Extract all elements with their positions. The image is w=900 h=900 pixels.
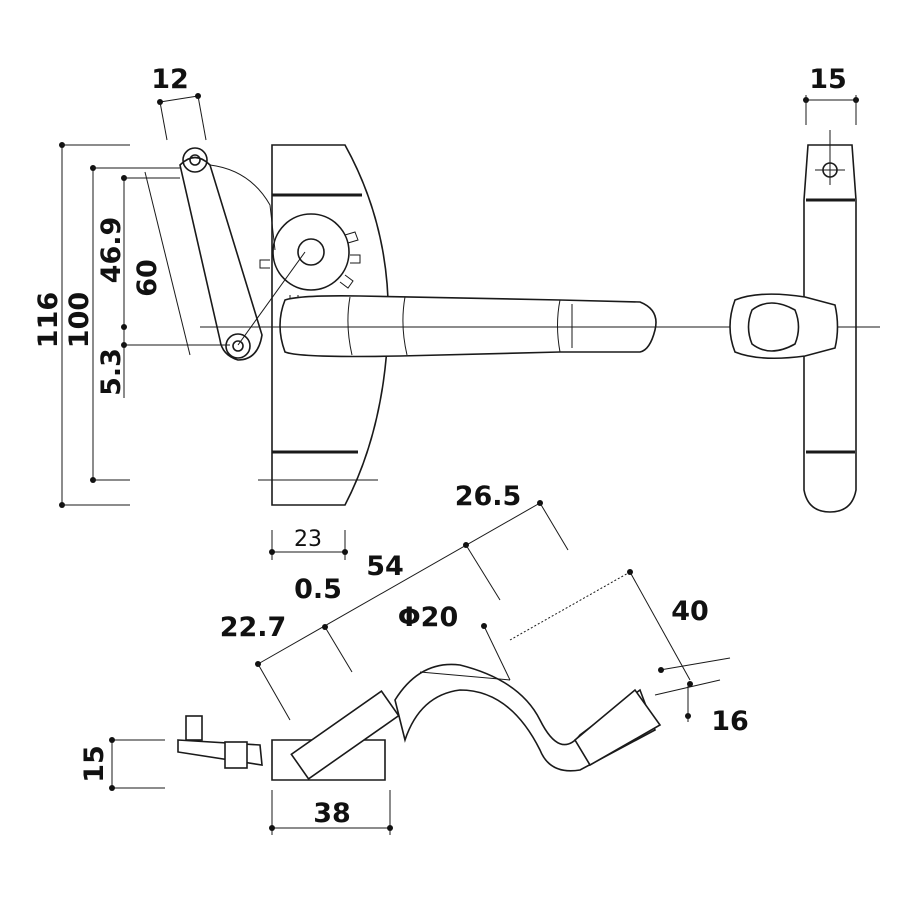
dim-offset-5-3: 5.3: [96, 348, 127, 396]
plan-dimensions: [109, 500, 731, 835]
plan-handle-tip: [573, 688, 662, 767]
dim-height-46-9: 46.9: [96, 217, 127, 284]
plan-handle-edge: [419, 671, 511, 681]
pivot-top-pin: [189, 154, 201, 166]
link-arm: [179, 156, 263, 361]
dim-54: 54: [366, 551, 404, 582]
dim-total-height: 116: [33, 292, 64, 348]
gear-teeth: [259, 231, 361, 309]
dim-0-5: 0.5: [294, 574, 342, 605]
handle-segments: [347, 296, 573, 356]
arm-housing: [209, 164, 276, 251]
dim-16: 16: [711, 706, 749, 737]
plan-bracket-pin: [224, 741, 248, 769]
side-knob: [729, 293, 839, 360]
plan-view: 26.5 54 0.5 22.7 Φ20 40 16 15 38: [79, 481, 749, 835]
dim-height-100: 100: [64, 292, 95, 348]
dim-26-5: 26.5: [455, 481, 522, 512]
slant-line: [144, 171, 191, 356]
pivot-top: [182, 147, 208, 173]
gear-hub: [297, 238, 325, 266]
dim-height-60: 60: [132, 259, 163, 297]
pivot-bottom: [225, 333, 251, 359]
side-knob-inner: [747, 302, 800, 352]
side-view: 15: [729, 64, 859, 513]
dim-base-width: 23: [294, 527, 322, 552]
dim-plan-height-15: 15: [79, 745, 110, 783]
dim-22-7: 22.7: [220, 612, 287, 643]
dim-diameter: Φ20: [398, 602, 459, 633]
side-plate: [803, 144, 857, 513]
pivot-bottom-pin: [232, 340, 244, 352]
dim-base-38: 38: [313, 798, 351, 829]
front-dimensions: [59, 93, 348, 560]
plan-bracket-screw: [185, 715, 203, 741]
gear: [272, 213, 350, 291]
handle: [279, 295, 657, 358]
connector-rod: [237, 251, 306, 346]
dim-40: 40: [671, 596, 709, 627]
plan-bracket: [177, 739, 263, 766]
dim-side-width: 15: [809, 64, 847, 95]
dim-top-width: 12: [151, 64, 189, 95]
